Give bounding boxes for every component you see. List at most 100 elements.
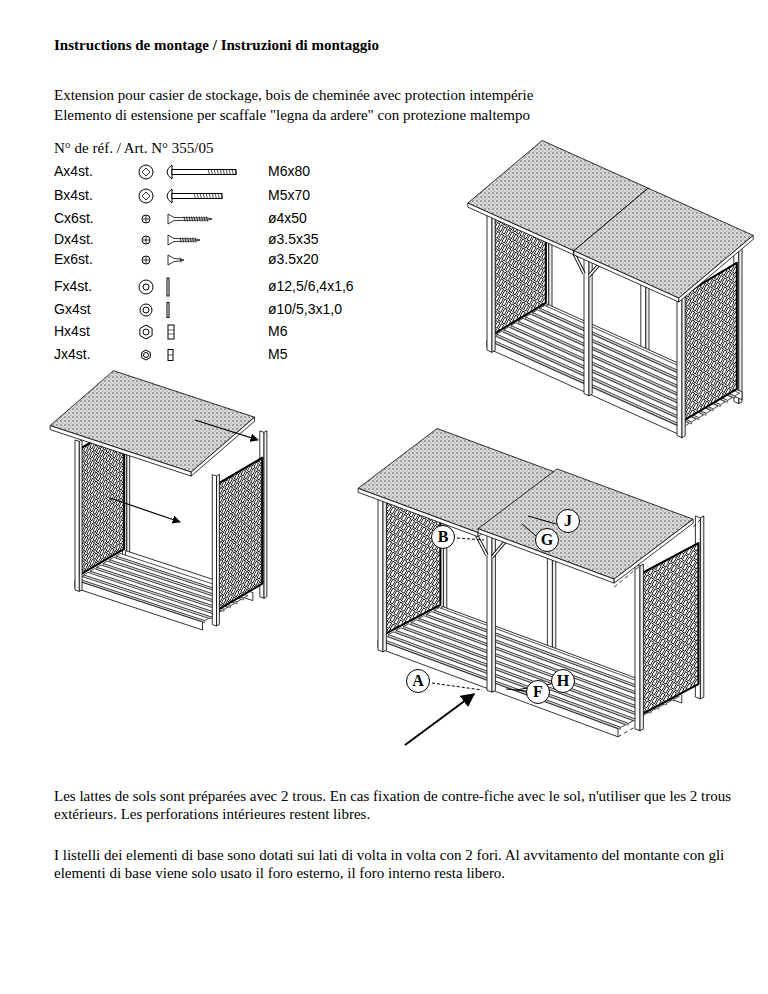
part-size: ø3.5x20: [268, 251, 319, 268]
lattice-slat: [218, 538, 263, 574]
lattice-slat: [218, 493, 263, 529]
part-size: ø10/5,3x1,0: [268, 301, 342, 318]
lattice-slat: [641, 660, 687, 690]
bolt-head-icon: [139, 165, 153, 179]
lattice-slat: [218, 494, 263, 582]
thread: [192, 217, 193, 222]
lattice-slat: [726, 269, 736, 276]
thread: [211, 170, 213, 175]
lattice-slat: [80, 512, 125, 548]
part-size: ø12,5/6,4x1,6: [268, 278, 354, 295]
thread: [203, 194, 205, 199]
lattice-slat: [712, 278, 737, 294]
nut-side: [168, 325, 174, 339]
bolt-side: [172, 194, 222, 199]
thread: [223, 170, 225, 175]
lattice-slat: [667, 560, 699, 580]
bolt-head-icon: [139, 189, 153, 203]
lattice-slat: [80, 485, 125, 521]
lattice-slat: [492, 299, 521, 318]
lattice-slat: [80, 476, 125, 512]
callout-circle: G: [535, 528, 559, 552]
lattice-slat: [641, 597, 698, 634]
lattice-slat: [244, 469, 263, 484]
lattice-slat: [641, 549, 698, 646]
lattice-slat: [641, 642, 698, 679]
post: [383, 485, 386, 652]
slide-arrow: [195, 420, 258, 440]
lattice-slat: [492, 245, 546, 280]
lattice-slat: [641, 567, 698, 664]
floor-slat: [419, 618, 659, 709]
callout-letter: A: [412, 673, 424, 689]
shelter-drawings: [50, 141, 753, 737]
shelter-complete: [468, 141, 753, 438]
thread: [180, 238, 181, 243]
lattice-slat: [683, 322, 737, 357]
subtitle: Extension pour casier de stockage, bois …: [54, 86, 533, 104]
roof-panel: [50, 371, 255, 472]
lattice-slat: [224, 480, 262, 511]
subtitle: Elemento di estensione per scaffale "leg…: [54, 106, 530, 124]
shelter-step-two: [358, 429, 704, 737]
lattice-slat: [683, 322, 737, 357]
lattice-slat: [492, 290, 528, 313]
lattice-slat: [383, 545, 440, 582]
lattice-slat: [641, 558, 698, 655]
post: [739, 236, 742, 404]
thread: [189, 217, 190, 222]
lattice-slat: [383, 599, 414, 619]
post: [682, 286, 685, 438]
lattice-slat: [218, 503, 263, 591]
part-code: Cx6st.: [54, 210, 94, 227]
lattice-slat: [641, 678, 672, 698]
lattice-slat: [80, 459, 125, 547]
thread: [195, 238, 196, 243]
roof-edge: [358, 488, 478, 536]
screw-head-icon: [142, 256, 150, 264]
part-code: Hx4st: [54, 323, 90, 340]
lattice-slat: [492, 231, 546, 330]
lattice-slat: [218, 511, 263, 547]
lattice-slat: [218, 556, 257, 587]
hardware-icons: [139, 165, 237, 361]
roof-edge: [468, 203, 574, 255]
screw-side: [168, 255, 184, 265]
lattice-slat: [690, 548, 699, 554]
lattice-slat: [683, 385, 712, 404]
lattice-slat: [726, 269, 736, 276]
thread: [220, 170, 222, 175]
assembly-guide: [614, 566, 640, 587]
thread: [229, 170, 231, 175]
lattice-slat: [218, 476, 263, 564]
callout-circle: J: [556, 509, 580, 533]
lattice-slat: [80, 486, 125, 574]
callout-circle: B: [431, 525, 455, 549]
lattice-slat: [383, 515, 440, 612]
part-code: Fx4st.: [54, 278, 92, 295]
lattice-slat: [218, 485, 263, 573]
lattice-slat: [683, 313, 737, 348]
nut-side: [168, 334, 174, 335]
thread: [197, 217, 198, 222]
lattice-slat: [80, 468, 125, 556]
lattice-slat: [218, 521, 263, 609]
lattice-slat: [492, 263, 546, 298]
callout-letter: J: [564, 513, 572, 529]
post: [79, 440, 82, 592]
lattice-slat: [683, 317, 737, 416]
floor-beam: [75, 580, 203, 630]
lattice-slat: [683, 349, 737, 384]
lattice-slat: [218, 574, 244, 595]
callout-letter: F: [533, 684, 543, 700]
thread: [209, 194, 211, 199]
thread: [200, 194, 202, 199]
lattice-slat: [218, 583, 237, 599]
lattice-slat: [683, 290, 737, 389]
post: [584, 244, 589, 396]
instruction-paragraph: I listelli dei elementi di base sono dot…: [54, 846, 734, 882]
post: [589, 244, 592, 396]
post: [492, 525, 495, 692]
lattice-slat: [80, 486, 125, 574]
